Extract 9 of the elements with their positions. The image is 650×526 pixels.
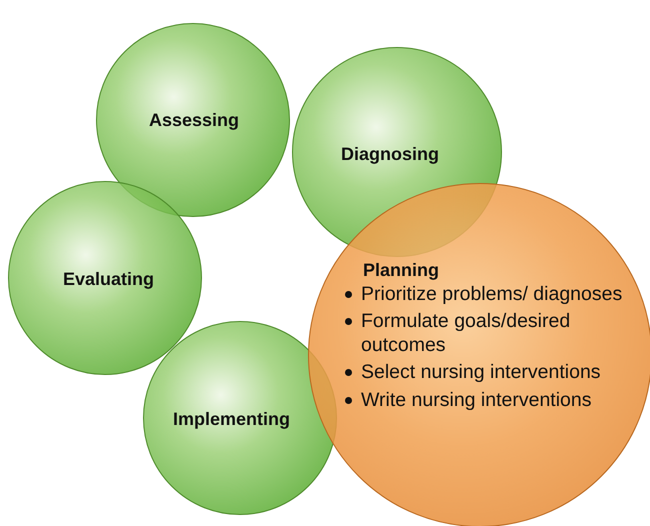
bullet-text: Prioritize problems/ diagnoses [361, 283, 622, 305]
circle-label: Assessing [149, 110, 240, 132]
circle-label: Evaluating [63, 269, 154, 291]
bullet-text: Write nursing interventions [361, 388, 592, 411]
circle-label: Implementing [173, 409, 290, 431]
circle-label: Diagnosing [341, 144, 439, 166]
bullet-text: Formulate goals/desired outcomes [361, 310, 570, 356]
bullet-text: Select nursing interventions [361, 361, 601, 384]
circle-label: Planning [363, 260, 439, 282]
